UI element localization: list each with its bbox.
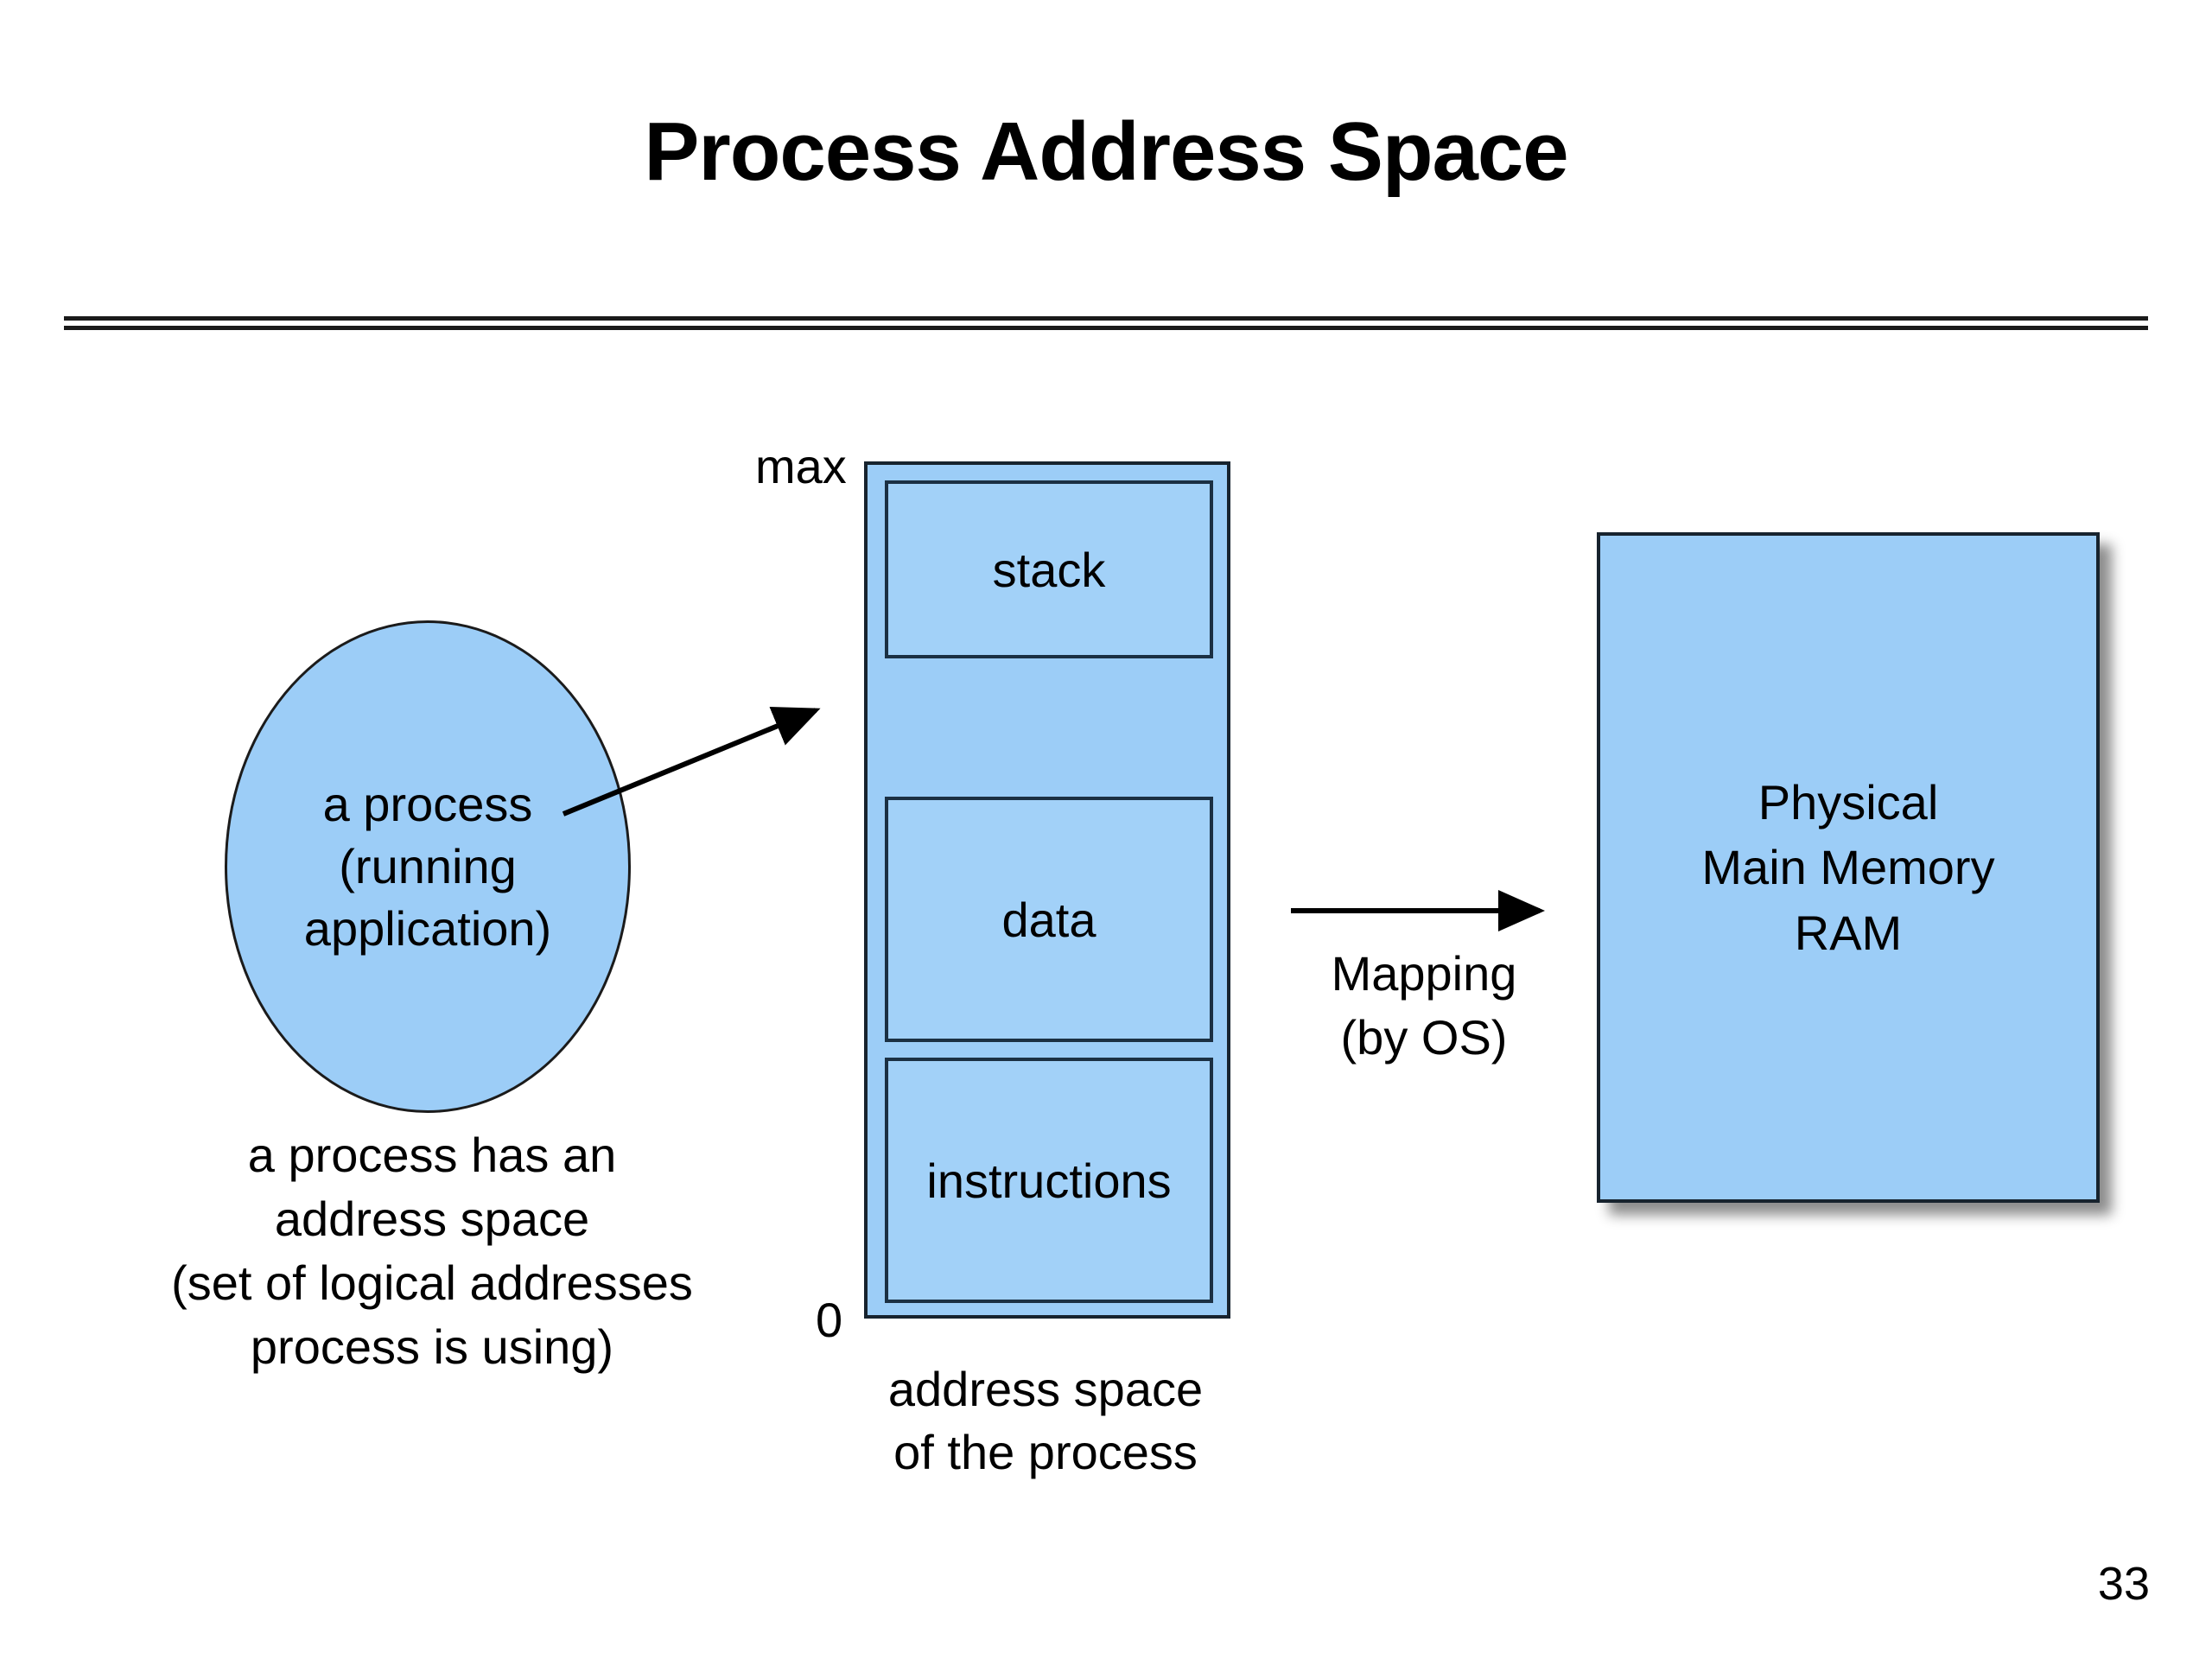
segment-label-data: data	[1001, 892, 1096, 947]
address-space-caption-line-1: address space	[887, 1362, 1204, 1416]
process-ellipse: a process (running application)	[225, 620, 631, 1113]
mapping-label-line-2: (by OS)	[1340, 1009, 1508, 1065]
mapping-label-line-1: Mapping	[1331, 946, 1517, 1001]
process-caption-line-1: a process has an	[247, 1128, 617, 1182]
divider-line-top	[64, 316, 2148, 321]
process-ellipse-line-2: (running	[339, 839, 517, 894]
address-space-segment-data: data	[885, 797, 1213, 1042]
address-space-zero-label: 0	[816, 1293, 843, 1347]
segment-label-instructions: instructions	[926, 1153, 1172, 1208]
process-caption: a process has an address space (set of l…	[69, 1123, 795, 1379]
title-divider	[64, 316, 2148, 330]
address-space-max-label: max	[755, 439, 847, 493]
physical-memory-line-2: Main Memory	[1701, 840, 1995, 895]
address-space-caption-line-2: of the process	[893, 1424, 1198, 1479]
process-caption-line-2: address space	[274, 1191, 590, 1246]
address-space-segment-instructions: instructions	[885, 1058, 1213, 1303]
process-ellipse-line-1: a process	[322, 777, 533, 832]
physical-memory-box: Physical Main Memory RAM	[1597, 532, 2100, 1203]
process-caption-line-3: (set of logical addresses	[171, 1255, 693, 1310]
address-space-box: stack data instructions	[864, 461, 1230, 1319]
page-number: 33	[2097, 1558, 2150, 1610]
segment-label-stack: stack	[992, 542, 1106, 597]
page-title: Process Address Space	[644, 105, 1568, 198]
physical-memory-line-3: RAM	[1794, 905, 1903, 960]
address-space-segment-stack: stack	[885, 480, 1213, 658]
mapping-label: Mapping (by OS)	[1286, 942, 1562, 1070]
process-ellipse-line-3: application)	[303, 900, 552, 956]
divider-line-bottom	[64, 326, 2148, 330]
process-caption-line-4: process is using)	[250, 1319, 614, 1374]
arrow-right-icon	[1291, 890, 1545, 931]
physical-memory-line-1: Physical	[1758, 774, 1939, 830]
address-space-caption: address space of the process	[804, 1358, 1287, 1484]
